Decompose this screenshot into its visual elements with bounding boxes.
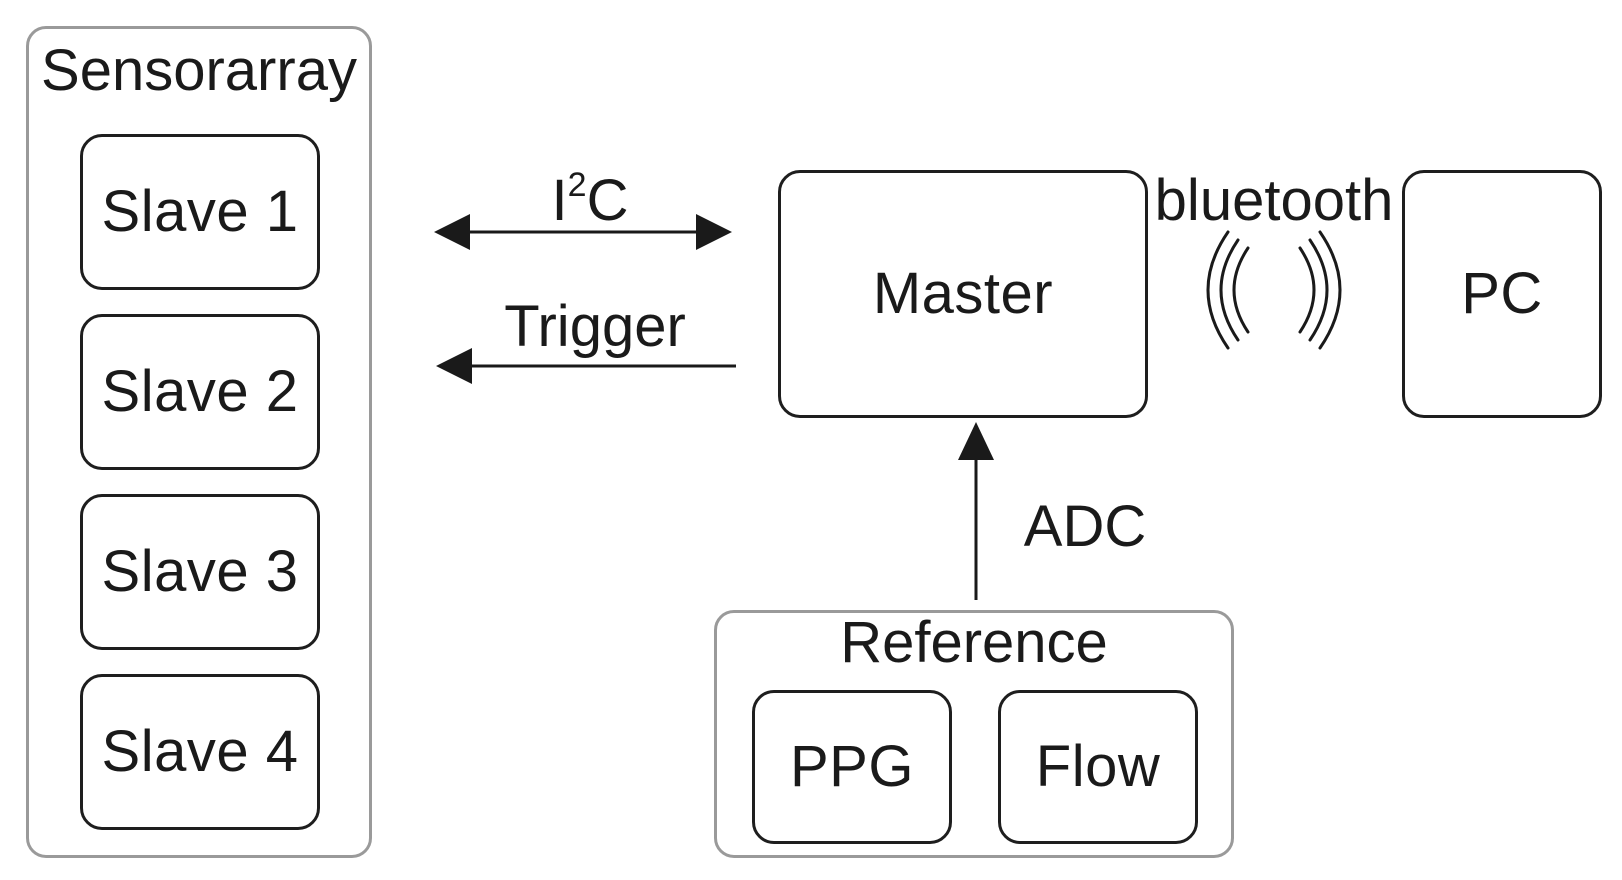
master-label: Master <box>872 261 1054 326</box>
slave-3-node: Slave 3 <box>80 494 320 650</box>
reference-title: Reference <box>840 610 1108 675</box>
i2c-label: I2C <box>480 168 700 230</box>
slave-4-label: Slave 4 <box>101 719 299 784</box>
sensorarray-title: Sensorarray <box>41 38 357 103</box>
slave-3-label: Slave 3 <box>101 539 299 604</box>
slave-1-label: Slave 1 <box>101 179 299 244</box>
flow-node: Flow <box>998 690 1198 844</box>
adc-arrow <box>958 422 994 600</box>
i2c-tail-text: C <box>586 168 629 233</box>
slave-2-label: Slave 2 <box>101 359 299 424</box>
slave-4-node: Slave 4 <box>80 674 320 830</box>
adc-label: ADC <box>1023 494 1147 559</box>
flow-label: Flow <box>1035 734 1161 799</box>
ppg-node: PPG <box>752 690 952 844</box>
i2c-superscript: 2 <box>567 166 587 204</box>
bluetooth-label: bluetooth <box>1154 168 1394 233</box>
slave-1-node: Slave 1 <box>80 134 320 290</box>
pc-node: PC <box>1402 170 1602 418</box>
pc-label: PC <box>1461 261 1543 326</box>
slave-2-node: Slave 2 <box>80 314 320 470</box>
trigger-label: Trigger <box>504 294 686 359</box>
ppg-label: PPG <box>790 734 914 799</box>
wireless-signal-icon <box>1206 230 1342 350</box>
master-node: Master <box>778 170 1148 418</box>
i2c-main-text: I <box>551 168 568 233</box>
